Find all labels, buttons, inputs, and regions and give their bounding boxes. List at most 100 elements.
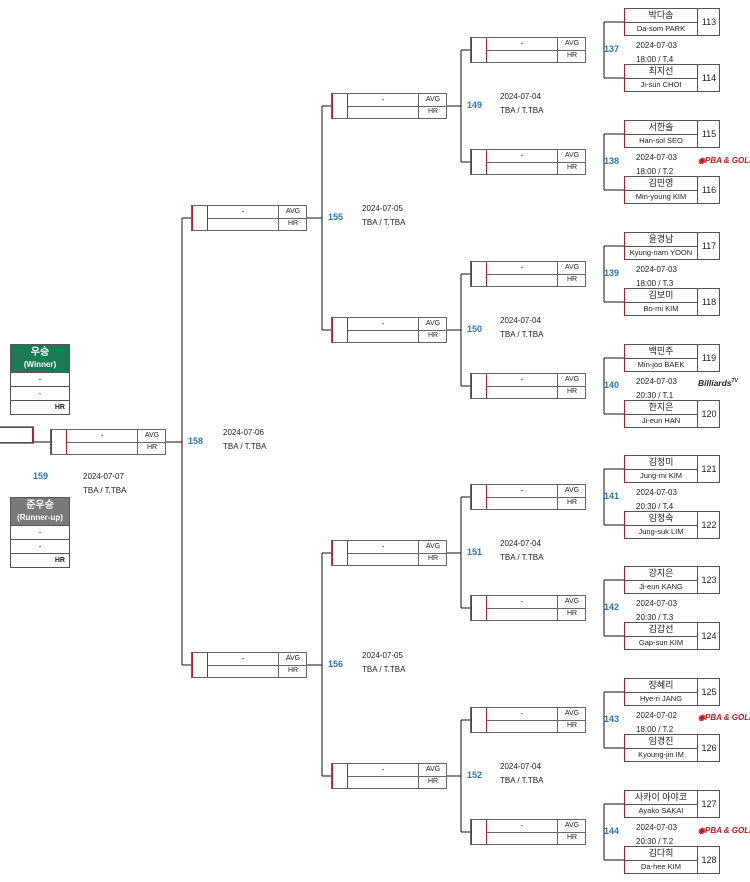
logo-text: PBA & GOLF [704,713,750,722]
avg-label: AVG [564,487,580,494]
logo-text: PBA & GOLF [704,156,750,165]
match-number-156: 156 [328,659,344,669]
match-date: 2024-07-04 [500,762,541,771]
final-match-box[interactable] [0,427,34,443]
match-time: 18:00 / T.3 [636,279,674,288]
runnerup-title: 준우승 [26,500,54,511]
hr-label: HR [427,778,439,785]
broadcast-logo-143: ◉PBA & GOLF [698,713,750,722]
match-score: - [381,95,385,104]
player-seed: 122 [697,512,720,538]
player-name-korean: 김민영 [625,177,697,191]
match-time: TBA / T.TBA [500,776,544,785]
player-name-english: Ji-eun KANG [639,582,683,591]
hr-label: HR [427,332,439,339]
broadcast-logo-144: ◉PBA & GOLF [698,826,750,835]
match-date: 2024-07-03 [636,41,677,50]
match-date: 2024-07-03 [636,377,677,386]
player-seed: 125 [697,679,720,705]
match-number-137: 137 [604,44,620,54]
match-number-139: 139 [604,268,620,278]
match-number-142: 142 [604,602,620,612]
hr-label: HR [566,499,578,506]
player-name-english: Han-sol SEO [639,136,683,145]
player-seed: 118 [697,289,720,315]
player-name-english: Ayako SAKAI [638,806,684,815]
runnerup-box: 준우승 (Runner-up) - - HR [10,497,70,568]
nbc-peacock-icon: ◉ [698,826,705,835]
avg-label: AVG [144,432,160,439]
player-name-korean: 김정미 [625,456,697,470]
runnerup-hr-label: HR [54,557,65,564]
avg-label: AVG [564,598,580,605]
player-name-english: Hye-ri JANG [639,694,683,703]
seed-slot [471,374,487,398]
hr-label: HR [566,52,578,59]
match-number-151: 151 [467,547,483,557]
player-name-korean: 박다솜 [625,9,697,23]
player-seed: 116 [697,177,720,203]
final-match-venue: TBA / T.TBA [83,486,127,495]
match-date: 2024-07-02 [636,711,677,720]
match-date: 2024-07-03 [636,488,677,497]
match-time: 18:00 / T.2 [636,167,674,176]
final-match-date: 2024-07-07 [83,472,124,481]
match-score: - [381,765,385,774]
hr-label: HR [566,164,578,171]
player-seed: 117 [697,233,720,259]
broadcast-logo-138: ◉PBA & GOLF [698,156,750,165]
seed-slot [471,150,487,174]
seed-slot [471,38,487,62]
match-time: TBA / T.TBA [362,218,406,227]
seed-slot [51,430,67,454]
player-name-english: Bo-mi KIM [643,304,679,313]
hr-label: HR [566,722,578,729]
match-score: - [241,654,245,663]
hr-label: HR [566,834,578,841]
player-name-english: Gap-sun KIM [638,638,684,647]
player-name-english: Da-som PARK [636,24,686,33]
hr-label: HR [427,108,439,115]
match-time: 18:00 / T.2 [636,725,674,734]
player-name-korean: 김다희 [625,847,697,861]
match-score: - [520,263,524,272]
